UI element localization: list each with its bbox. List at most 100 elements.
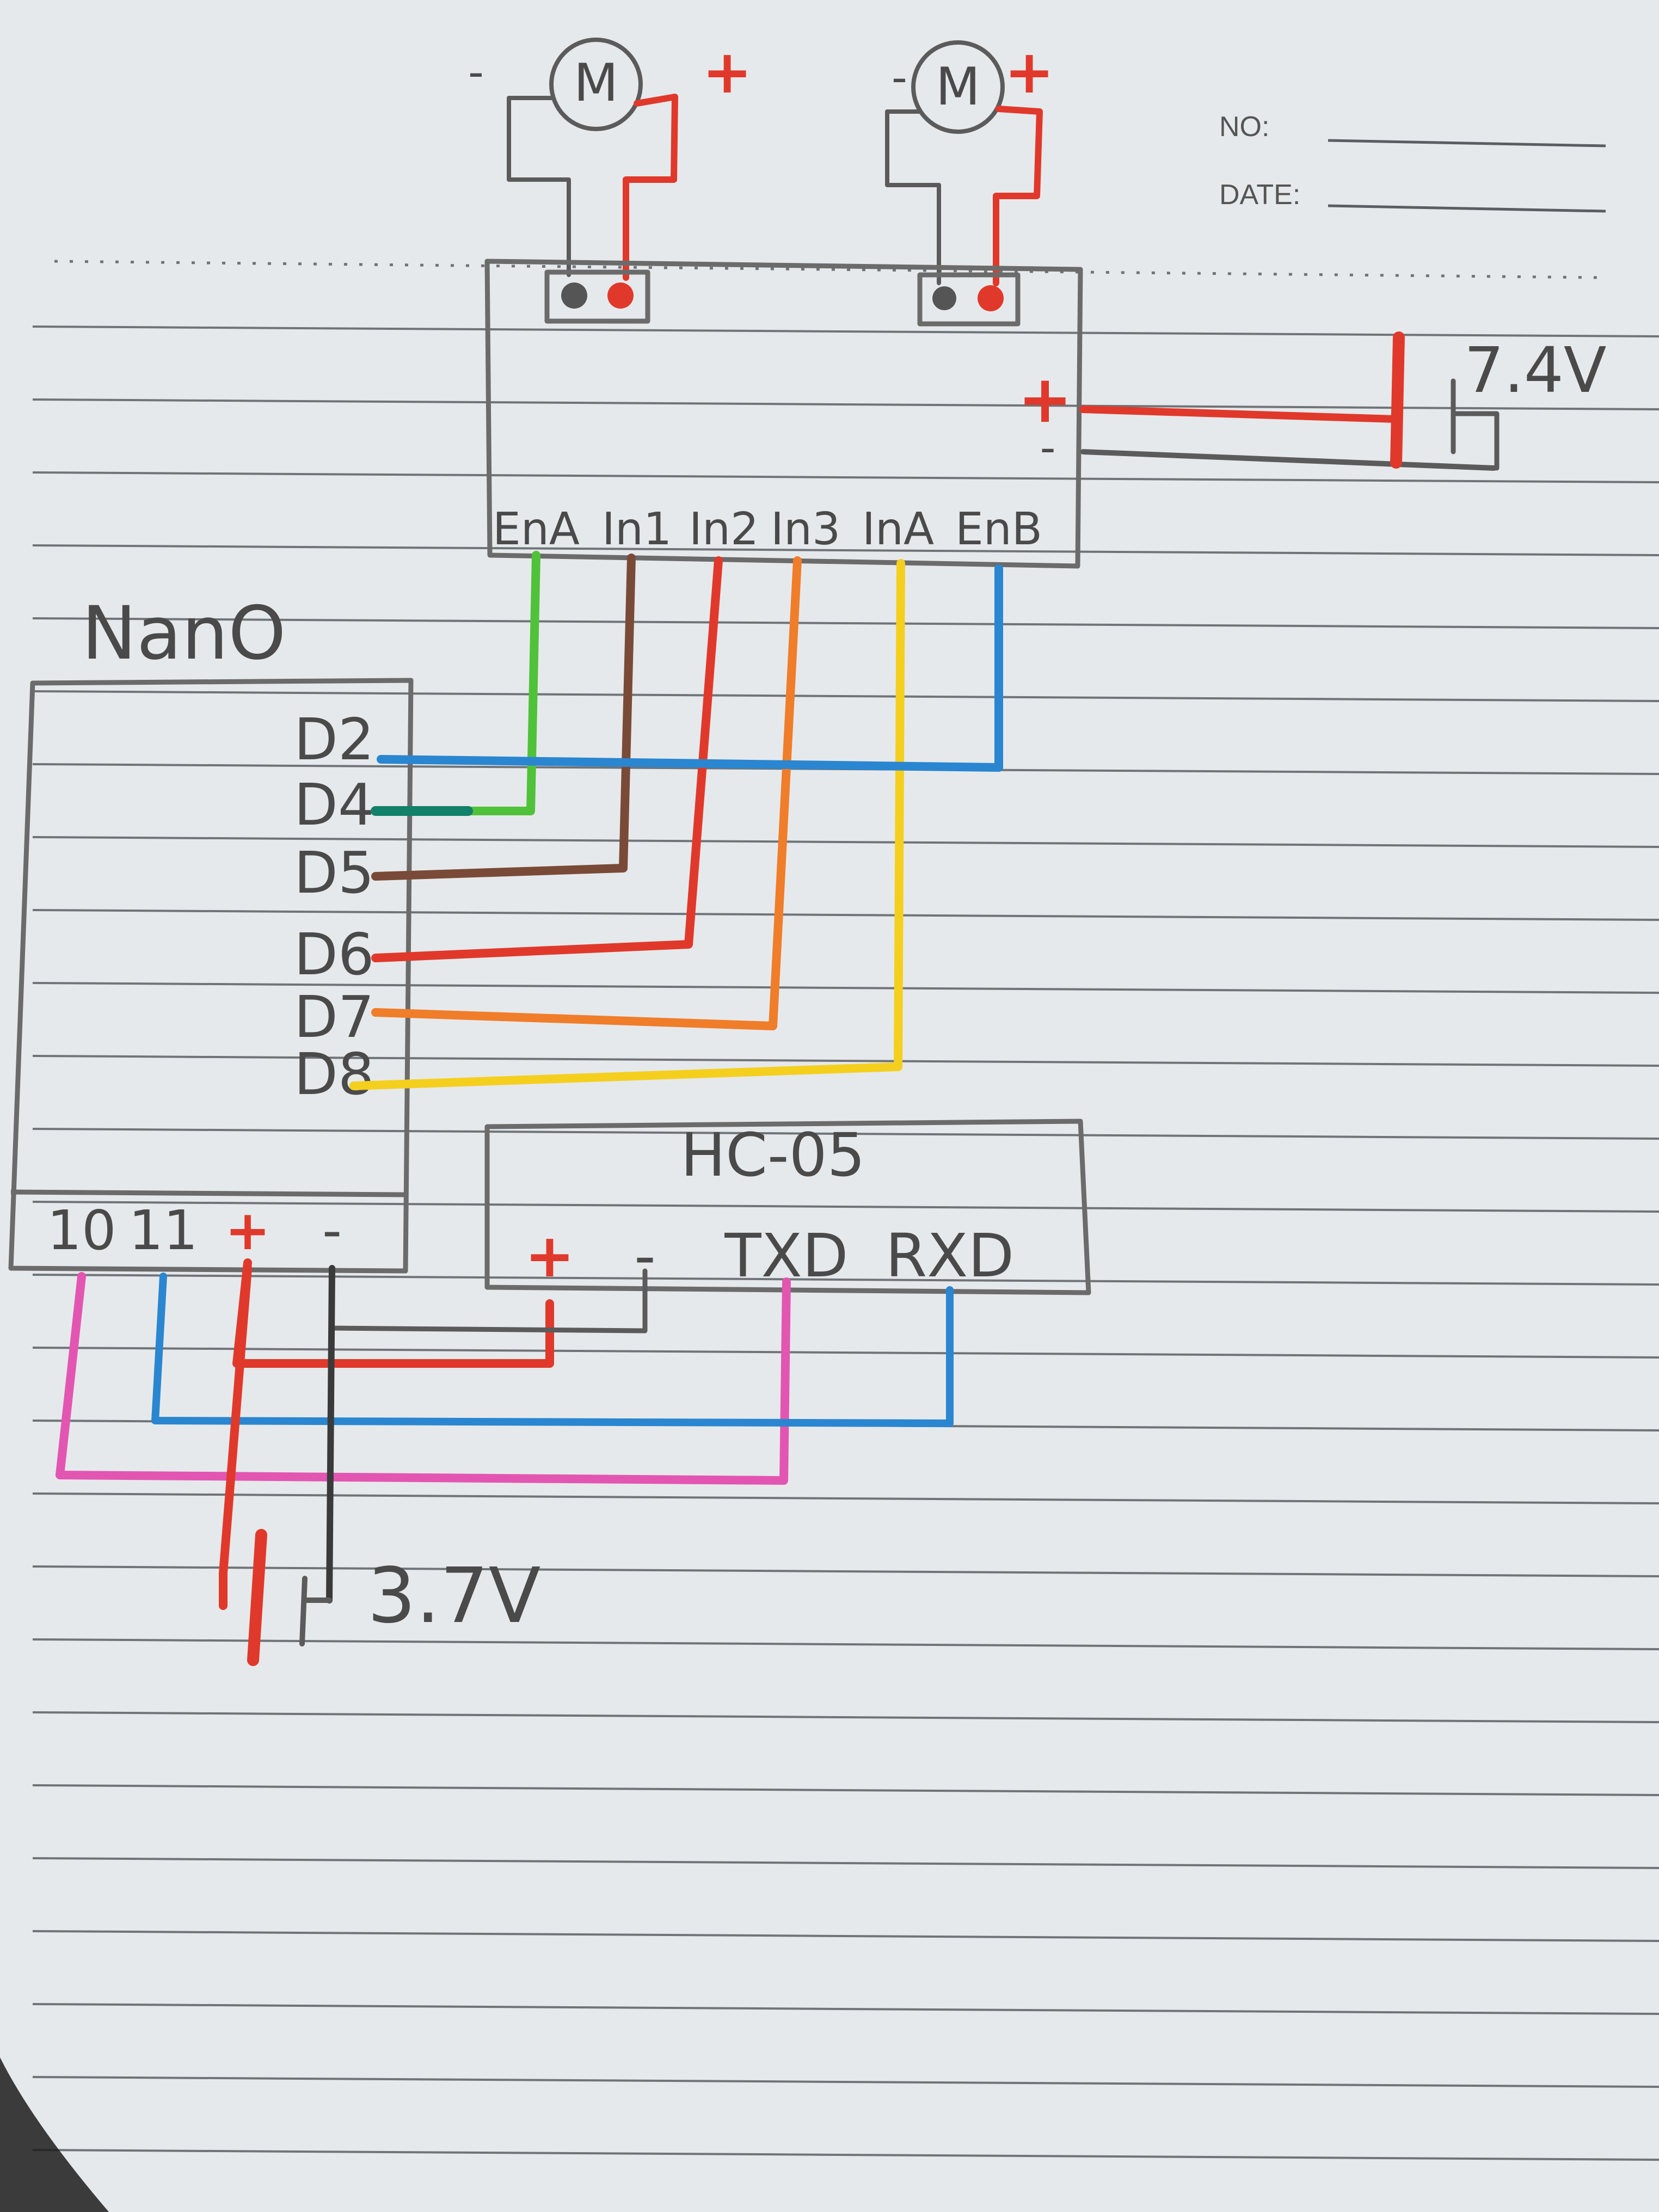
ruled-line — [32, 2076, 1659, 2088]
wire-enb-to-d2 — [377, 564, 1003, 772]
motor-1-plus: + — [702, 37, 752, 107]
driver-pin-in2: In2 — [689, 503, 759, 555]
nano-pin-d5: D5 — [294, 840, 374, 906]
motor-1-negative-lead — [507, 96, 571, 277]
ruled-line — [32, 544, 1659, 556]
battery-7v4-negative-wire — [1080, 449, 1497, 471]
hc05-pin-rxd: RXD — [886, 1221, 1015, 1291]
wire-in2-to-d6 — [371, 556, 723, 962]
driver-outline — [484, 259, 1083, 569]
motor-2-minus: - — [892, 52, 907, 103]
ruled-line — [32, 398, 1659, 410]
motor-2-negative-lead — [885, 109, 941, 285]
motor-1-minus: - — [468, 47, 484, 97]
battery-3v7-label: 3.7V — [367, 1552, 540, 1640]
motor-2: M - + — [885, 37, 1054, 286]
motor-2-label: M — [936, 57, 980, 117]
ruled-line — [32, 909, 1659, 921]
nano-pin-d4: D4 — [294, 772, 374, 838]
terminal-b-minus — [932, 286, 956, 310]
wire-in3-to-d7 — [371, 556, 802, 1030]
battery-3v7-negative-plate — [299, 1576, 332, 1646]
nano-bottom-pin-10: 10 — [47, 1199, 116, 1262]
ruled-line — [32, 1492, 1659, 1504]
ruled-line — [32, 1201, 1659, 1213]
battery-3v7-positive-plate — [247, 1529, 267, 1666]
no-label: NO: — [1219, 111, 1269, 143]
driver-power-plus: + — [1018, 362, 1073, 438]
motor-2-plus: + — [1004, 37, 1054, 107]
nano-pin-d2: D2 — [294, 706, 374, 773]
bottom-wiring: 3.7V — [56, 1258, 954, 1666]
wire-vcc-to-battery — [219, 1264, 252, 1610]
battery-7v4-positive-wire — [1079, 405, 1400, 423]
nano-pin-d7: D7 — [294, 984, 374, 1050]
driver-pin-in1: In1 — [602, 503, 672, 555]
ruled-lines — [32, 325, 1659, 2161]
ruled-line — [32, 325, 1659, 337]
wire-pin10-to-txd — [56, 1272, 791, 1485]
ruled-line — [32, 1930, 1659, 1942]
nano-pin-d8: D8 — [294, 1041, 374, 1108]
motor-1: M - + — [468, 37, 752, 281]
hc05-outline — [484, 1119, 1091, 1295]
ruled-line — [32, 1055, 1659, 1067]
motor-1-label: M — [574, 53, 618, 113]
nano-bottom-divider — [10, 1189, 406, 1197]
motor-2-symbol — [911, 40, 1005, 134]
driver-terminal-b — [917, 272, 1021, 327]
terminal-a-plus — [607, 282, 634, 309]
driver-pin-in3: In3 — [771, 503, 840, 555]
motor-1-symbol — [549, 38, 643, 131]
wire-pin11-to-rxd — [151, 1273, 954, 1427]
ruled-line — [32, 471, 1659, 483]
driver-power-minus: - — [1040, 422, 1056, 473]
date-label: DATE: — [1219, 179, 1300, 211]
ruled-line — [32, 836, 1659, 848]
nano-title: NanO — [82, 591, 286, 676]
terminal-a-minus — [561, 282, 587, 309]
battery-7v4-positive-plate — [1390, 331, 1405, 469]
nano-pin-d6: D6 — [294, 921, 374, 988]
motor-2-positive-lead — [993, 106, 1043, 286]
ruled-line — [32, 2149, 1659, 2161]
driver-terminal-a — [544, 269, 650, 324]
no-field-line — [1328, 139, 1606, 148]
ruled-line — [32, 1711, 1659, 1723]
ruled-line — [32, 1857, 1659, 1869]
page-shadow — [0, 2057, 109, 2212]
ruled-line — [32, 1565, 1659, 1577]
battery-7v4-negative-plate — [1451, 378, 1500, 471]
ruled-line — [32, 690, 1659, 702]
wire-ina-to-d8 — [349, 559, 905, 1090]
ruled-line — [32, 982, 1659, 994]
ruled-line — [32, 1784, 1659, 1796]
ruled-line — [32, 1347, 1659, 1359]
nano-bottom-pin-gnd: - — [322, 1199, 342, 1262]
battery-7v4-label: 7.4V — [1464, 334, 1607, 407]
ruled-line — [32, 617, 1659, 629]
motor-1-positive-lead — [623, 94, 678, 281]
driver-pin-ina: InA — [862, 503, 934, 555]
wire-gnd-to-battery — [326, 1265, 335, 1603]
hc05-title: HC-05 — [680, 1120, 865, 1190]
ruled-line — [32, 1274, 1659, 1286]
nano-bottom-pin-11: 11 — [128, 1199, 198, 1262]
date-field-line — [1328, 204, 1606, 213]
driver-pin-enb: EnB — [955, 503, 1042, 555]
ruled-line — [32, 1128, 1659, 1140]
hc05-pin-vcc: + — [525, 1221, 575, 1291]
nano-bottom-pin-vcc: + — [225, 1199, 271, 1262]
wire-in1-to-d5 — [371, 554, 636, 881]
ruled-line — [32, 2003, 1659, 2015]
terminal-b-plus — [978, 285, 1004, 311]
signal-wires — [349, 551, 1003, 1090]
nano-outline — [8, 678, 414, 1274]
battery-7v4: 7.4V — [1079, 331, 1607, 471]
